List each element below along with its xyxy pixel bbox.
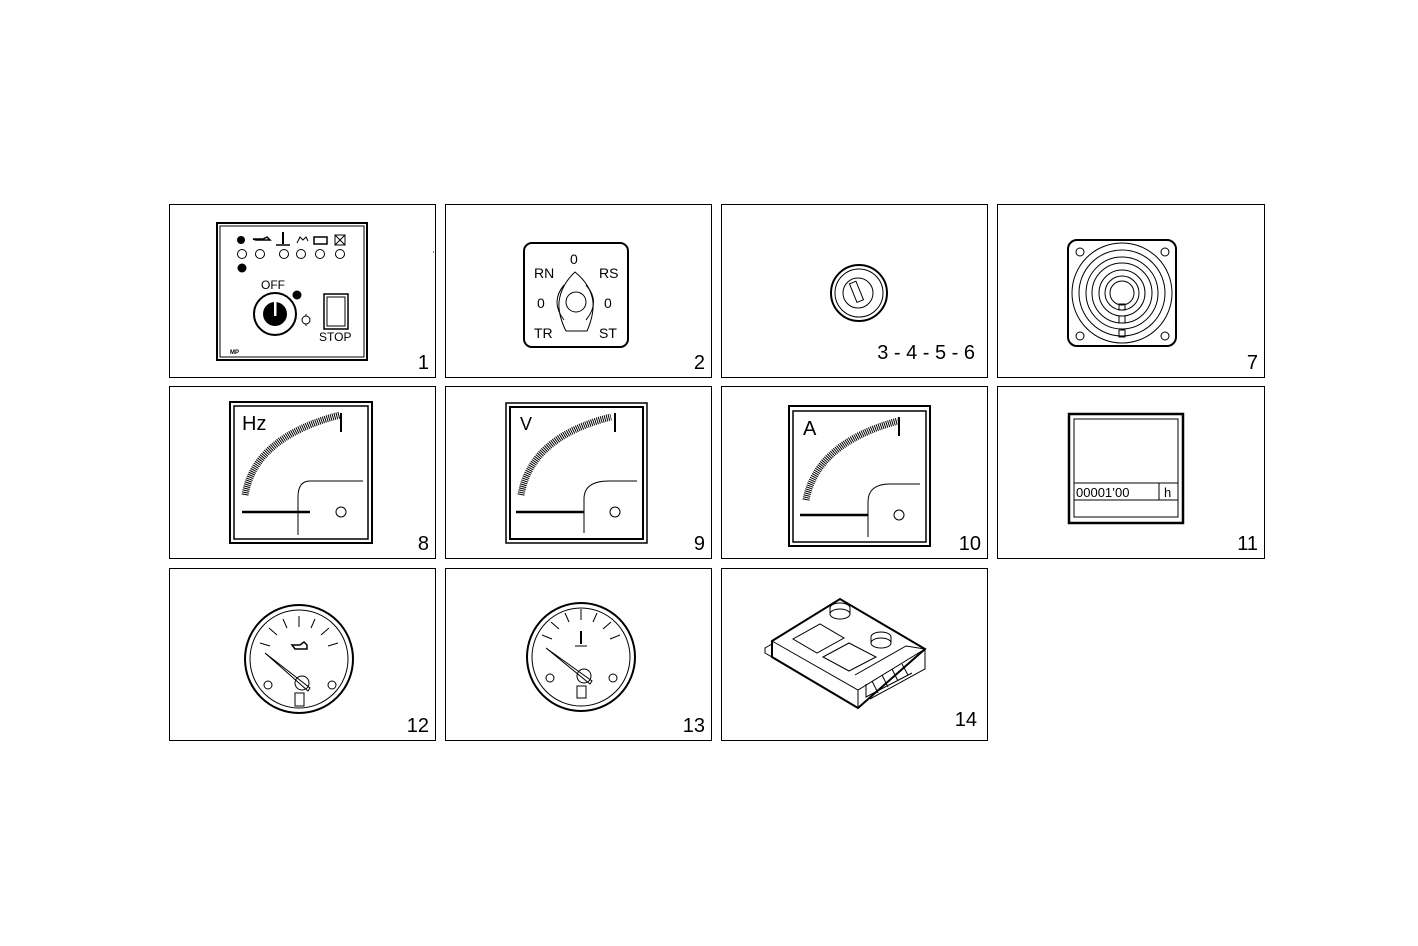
- off-label: OFF: [261, 278, 285, 292]
- panel-9-voltmeter: V 9: [445, 386, 712, 559]
- hour-counter-drawing: 00001’00 h: [1067, 412, 1185, 525]
- control-module-drawing: [764, 597, 927, 710]
- oil-can-icon: [290, 641, 308, 650]
- coolant-temperature-gauge-drawing: [526, 602, 636, 712]
- ammeter-drawing: A: [788, 405, 931, 547]
- stop-label: STOP: [319, 330, 351, 344]
- panel-12-oil-pressure-gauge: 12: [169, 568, 436, 741]
- panel-7-horn: 7: [997, 204, 1265, 378]
- panel-number: 9: [693, 533, 705, 555]
- panel-number: 1: [417, 352, 429, 374]
- frequency-meter-drawing: Hz: [229, 401, 373, 544]
- selector-knob: [556, 271, 594, 332]
- oil-pressure-icon: [252, 236, 272, 241]
- panel-11-hour-counter: 00001’00 h 11: [997, 386, 1265, 559]
- voltmeter-drawing: V: [505, 402, 648, 544]
- thermometer-icon: [575, 631, 587, 647]
- panel-number: 12: [406, 715, 429, 737]
- panel-2-selector-switch: 0 RN RS 0 0 TR ST 2: [445, 204, 712, 378]
- key-switch-drawing: [830, 264, 888, 322]
- panel-number: 14: [954, 709, 977, 731]
- alternator-icon: [296, 236, 309, 244]
- panel-3-6-key-switch: 3 - 4 - 5 - 6: [721, 204, 988, 378]
- brand-mark: MP: [230, 350, 239, 356]
- horn-drawing: [1067, 239, 1177, 347]
- battery-icon: [313, 236, 328, 245]
- stop-button: [323, 293, 349, 330]
- control-panel-drawing: OFF STOP MP: [216, 222, 434, 361]
- position-st: ST: [599, 325, 617, 341]
- panel-14-control-module: 14: [721, 568, 988, 741]
- panel-1-control-panel: OFF STOP MP 1: [169, 204, 436, 378]
- panel-number: 8: [417, 533, 429, 555]
- hour-unit: h: [1164, 485, 1171, 500]
- unit-label: Hz: [242, 413, 266, 435]
- unit-label: V: [520, 414, 532, 434]
- position-0-left: 0: [537, 295, 545, 311]
- coolant-temperature-icon: [276, 232, 290, 246]
- unit-label: A: [803, 418, 817, 440]
- panel-number: 11: [1237, 533, 1258, 555]
- panel-number: 2: [693, 352, 705, 374]
- panel-number: 13: [682, 715, 705, 737]
- oil-pressure-gauge-drawing: [244, 604, 354, 714]
- panel-8-frequency-meter: Hz 8: [169, 386, 436, 559]
- hour-display: 00001’00: [1076, 485, 1130, 500]
- position-tr: TR: [534, 325, 553, 341]
- panel-13-coolant-temperature-gauge: 13: [445, 568, 712, 741]
- panel-number: 7: [1246, 352, 1258, 374]
- position-rs: RS: [599, 265, 618, 281]
- engine-start-icon: [301, 314, 311, 326]
- panel-10-ammeter: A 10: [721, 386, 988, 559]
- key-switch-knob: [253, 292, 297, 336]
- fuel-icon: [334, 234, 346, 246]
- selector-switch-drawing: 0 RN RS 0 0 TR ST: [523, 242, 629, 348]
- position-0-top: 0: [570, 251, 578, 267]
- position-rn: RN: [534, 265, 554, 281]
- position-0-right: 0: [604, 295, 612, 311]
- panel-number: 3 - 4 - 5 - 6: [877, 342, 975, 364]
- panel-number: 10: [958, 533, 981, 555]
